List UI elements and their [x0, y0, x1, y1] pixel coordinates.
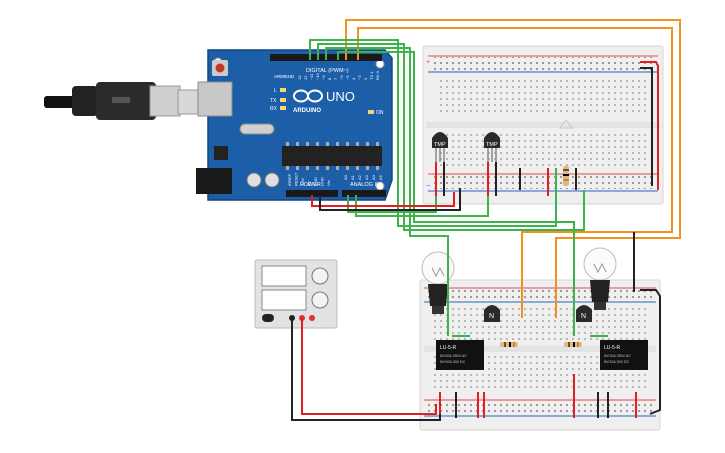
arduino-power-wires[interactable] [311, 188, 461, 211]
power-pin-label: GND [313, 177, 318, 186]
top-breadboard[interactable]: + − [422, 45, 664, 205]
rgb-led-icon[interactable] [559, 119, 573, 129]
analog-header-label: ANALOG IN [350, 182, 380, 188]
svg-text:5V/10A 30V DC: 5V/10A 30V DC [440, 360, 466, 364]
svg-text:5V/10A 250V AC: 5V/10A 250V AC [604, 354, 631, 358]
arduino-brand-label: ARDUINO [293, 108, 321, 114]
orange-wires[interactable] [345, 19, 681, 318]
analog-pin-label: A5 [378, 174, 383, 180]
microcontroller-chip [282, 146, 382, 166]
power-pin-label: Vin [326, 180, 331, 186]
analog-pin-label: A1 [350, 174, 355, 180]
supply-wires[interactable] [291, 318, 441, 421]
digital-pin-label: ~3 [357, 75, 362, 80]
power-pin-label: 3.3V [300, 177, 305, 186]
svg-text:LU-5-R: LU-5-R [604, 345, 621, 351]
digital-header-label: DIGITAL (PWM~) [306, 68, 349, 74]
analog-pin-label: A2 [357, 174, 362, 180]
digital-pin-label: 2 [363, 77, 368, 80]
led-tx-label: TX [270, 98, 277, 104]
resistor-bottom-left[interactable] [500, 342, 518, 347]
svg-text:LU-5-R: LU-5-R [440, 345, 457, 351]
svg-text:5V/10A 30V DC: 5V/10A 30V DC [604, 360, 630, 364]
digital-pin-label: RX 0 [375, 70, 380, 80]
digital-pin-label: ~11 [309, 73, 314, 80]
relay-right[interactable]: LU-5-R 5V/10A 250V AC 5V/10A 30V DC [600, 340, 648, 370]
analog-pin-label: A0 [343, 174, 348, 180]
svg-text:N: N [581, 313, 586, 320]
temperature-sensor-2[interactable]: TMP [484, 132, 500, 162]
light-bulb-left-icon[interactable] [421, 251, 455, 314]
led-l-label: L [274, 88, 277, 94]
rail-plus-label: + [426, 59, 430, 66]
digital-pin-label: TX 1 [369, 71, 374, 80]
gnd-label: GND [284, 74, 295, 79]
svg-text:TMP: TMP [434, 142, 446, 148]
rail-minus-label: − [426, 183, 430, 190]
analog-pin-label: A4 [371, 174, 376, 180]
power-switch[interactable] [262, 314, 274, 322]
npn-transistor-left[interactable]: N [484, 305, 500, 322]
voltage-knob[interactable] [311, 267, 329, 285]
digital-pin-label: 13 [297, 75, 302, 80]
digital-pin-label: ~9 [321, 75, 326, 80]
power-header[interactable] [286, 190, 338, 197]
led-rx-label: RX [270, 106, 278, 112]
npn-transistor-right[interactable]: N [576, 305, 592, 322]
aref-label: AREF [274, 74, 286, 79]
arduino-logo-icon [293, 89, 323, 103]
power-header-label: POWER [300, 182, 321, 188]
usb-cable[interactable] [44, 82, 213, 120]
svg-text:5V/10A 250V AC: 5V/10A 250V AC [440, 354, 467, 358]
bottom-board-wires[interactable] [439, 289, 661, 418]
digital-pin-label: 8 [327, 77, 332, 80]
digital-pin-label: ~5 [345, 75, 350, 80]
resistor-top[interactable] [563, 166, 569, 186]
resistor-bottom-right[interactable] [564, 342, 582, 347]
temperature-sensor-1[interactable]: TMP [432, 132, 448, 162]
power-pin-label: IOREF [287, 173, 292, 186]
top-board-wires[interactable] [435, 61, 659, 196]
power-supply[interactable] [254, 259, 338, 329]
arduino-model-label: UNO [326, 89, 355, 104]
on-label: ON [376, 110, 384, 116]
digital-pin-label: 7 [333, 77, 338, 80]
digital-pin-label: ~6 [339, 75, 344, 80]
current-knob[interactable] [311, 291, 329, 309]
digital-pin-label: ~10 [315, 72, 320, 80]
svg-text:TMP: TMP [486, 142, 498, 148]
power-jack [196, 168, 232, 194]
relay-left[interactable]: LU-5-R 5V/10A 250V AC 5V/10A 30V DC [436, 340, 484, 370]
power-pin-label: 5V [307, 181, 312, 186]
digital-pin-label: 4 [351, 77, 356, 80]
power-pin-label: GND [320, 177, 325, 186]
analog-pin-label: A3 [364, 174, 369, 180]
svg-text:N: N [489, 313, 494, 320]
digital-pin-label: 12 [303, 75, 308, 80]
analog-header[interactable] [342, 190, 386, 197]
light-bulb-right-icon[interactable] [583, 247, 617, 310]
power-pin-label: RESET [294, 172, 299, 186]
